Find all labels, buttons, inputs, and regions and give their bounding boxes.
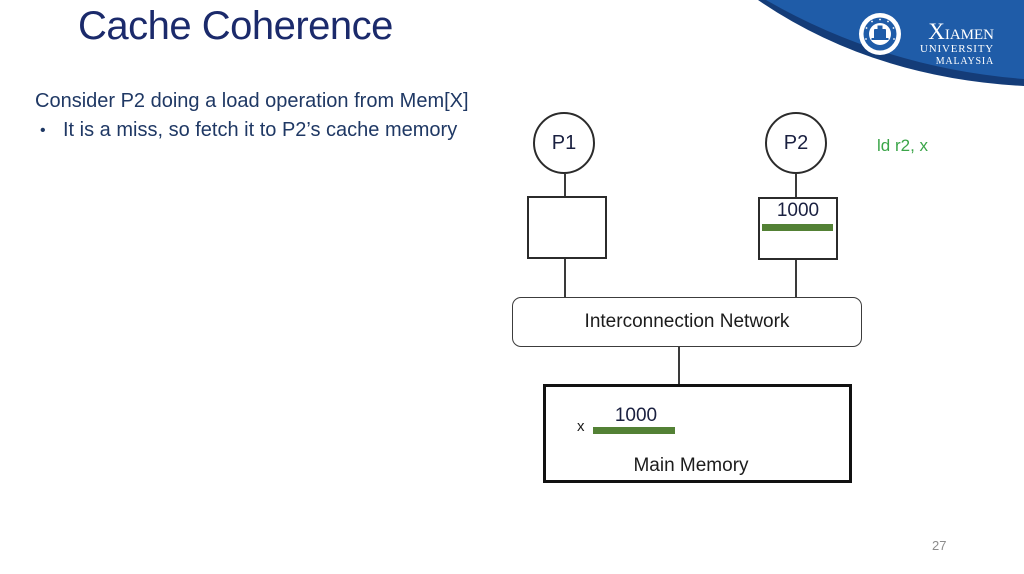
processor-p1-label: P1 xyxy=(551,131,577,154)
logo-line2: UNIVERSITY xyxy=(920,43,994,55)
p1-cache-box xyxy=(527,196,607,259)
p2-cache-block-bar xyxy=(762,224,833,231)
logo-line3: MALAYSIA xyxy=(936,56,994,67)
logo-name: XIAMEN xyxy=(928,19,994,44)
memory-block-bar xyxy=(593,427,675,434)
connector-p1cache-to-network xyxy=(564,259,566,297)
p2-cache-box: 1000 xyxy=(758,197,838,260)
header-banner: XIAMEN UNIVERSITY MALAYSIA xyxy=(758,0,1024,86)
university-wordmark: XIAMEN UNIVERSITY MALAYSIA xyxy=(920,19,994,67)
page-title: Cache Coherence xyxy=(78,4,393,48)
processor-p1-node: P1 xyxy=(533,112,595,174)
intro-text: Consider P2 doing a load operation from … xyxy=(35,90,469,112)
memory-value: 1000 xyxy=(614,405,658,426)
page-number: 27 xyxy=(932,538,947,553)
bullet-glyph: • xyxy=(40,122,46,139)
processor-p2-label: P2 xyxy=(783,131,809,154)
bullet-text: It is a miss, so fetch it to P2’s cache … xyxy=(63,119,458,141)
memory-variable-label: x xyxy=(577,418,585,435)
connector-p2-to-cache xyxy=(795,174,797,197)
connector-p2cache-to-network xyxy=(795,260,797,297)
connector-p1-to-cache xyxy=(564,174,566,196)
p2-cache-value: 1000 xyxy=(776,200,820,221)
load-instruction-text: ld r2, x xyxy=(877,136,929,155)
main-memory-label: Main Memory xyxy=(633,455,749,476)
interconnection-network-box: Interconnection Network xyxy=(512,297,862,347)
interconnection-network-label: Interconnection Network xyxy=(584,311,790,332)
university-seal-icon xyxy=(859,13,901,55)
bullet-item: • It is a miss, so fetch it to P2’s cache… xyxy=(40,119,457,142)
processor-p2-node: P2 xyxy=(765,112,827,174)
main-memory-box: 1000 x Main Memory xyxy=(543,384,852,483)
connector-network-to-memory xyxy=(678,347,680,384)
